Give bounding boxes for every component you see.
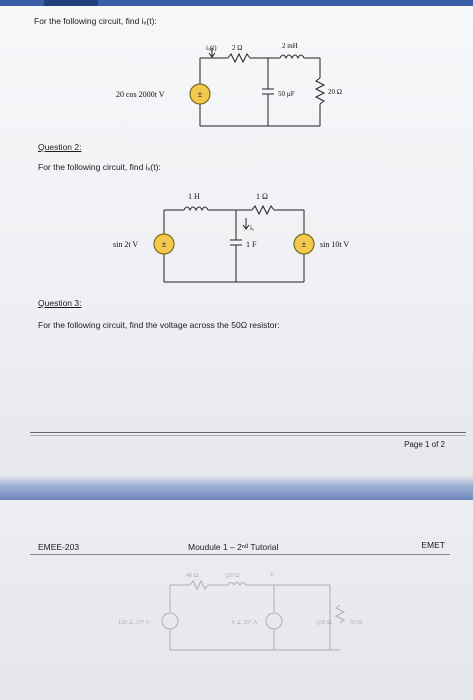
- circuit-1: [199, 48, 326, 127]
- c3-voltage-source: [161, 612, 179, 630]
- c1-source-label: 20 cos 2000t V: [116, 90, 165, 99]
- page-separator-bar: [0, 476, 473, 500]
- c3-r2-label: 50 Ω: [350, 620, 363, 626]
- c3-label-40ohm: 40 Ω: [186, 573, 199, 579]
- question-3-title: Question 3:: [38, 298, 82, 308]
- question-3-text: For the following circuit, find the volt…: [38, 320, 280, 330]
- department-label: EMET: [421, 540, 445, 550]
- c2-source2-label: sin 10t V: [320, 240, 349, 249]
- c3-source2-label: 6 ∠ 30° A: [232, 619, 258, 626]
- resistor-2ohm: [227, 52, 251, 64]
- c3-source1-label: 120 ∠-15° V: [118, 619, 151, 626]
- c3-label-j20ohm: j20 Ω: [225, 573, 240, 579]
- c1-capacitor-label: 50 µF: [278, 90, 295, 98]
- c1-inductor-label: 2 mH: [282, 42, 298, 50]
- top-header-strip: [0, 0, 473, 6]
- c2-capacitor-label: 1 F: [246, 240, 257, 249]
- voltage-source-1: ±: [189, 83, 211, 105]
- c2-source1-label: sin 2t V: [113, 240, 138, 249]
- resistor-20ohm: [314, 77, 326, 105]
- resistor-1ohm: [251, 204, 275, 216]
- c3-label-v: V: [270, 573, 275, 579]
- c1-r2-label: 20 Ω: [328, 88, 342, 96]
- inductor-1h: [183, 206, 209, 212]
- c2-inductor-label: 1 H: [188, 192, 200, 201]
- module-title: Moudule 1 – 2ⁿᵈ Tutorial: [188, 542, 279, 552]
- c3-r1-label: -j30 Ω: [316, 620, 332, 626]
- page-two: [0, 500, 473, 700]
- svg-text:±: ±: [162, 240, 167, 249]
- page-number: Page 1 of 2: [404, 440, 445, 449]
- circuit-3: [169, 579, 346, 651]
- c2-ix-label: iₓ: [250, 224, 255, 232]
- footer-rule-secondary: [30, 435, 466, 436]
- question-2-text: For the following circuit, find iₓ(t):: [38, 162, 161, 172]
- header-rule: [30, 554, 450, 555]
- circuit-2: [163, 204, 305, 283]
- question-2-title: Question 2:: [38, 142, 82, 152]
- c1-r1-label: 2 Ω: [232, 44, 242, 52]
- footer-rule: [30, 432, 466, 433]
- svg-text:±: ±: [198, 90, 203, 99]
- question-1-text: For the following circuit, find iₓ(t):: [34, 16, 157, 26]
- c2-resistor-label: 1 Ω: [256, 192, 268, 201]
- svg-text:±: ±: [302, 240, 307, 249]
- course-code: EMEE-203: [38, 542, 80, 552]
- c3-current-source: [265, 612, 283, 630]
- voltage-source-2a: ±: [153, 233, 175, 255]
- c1-ix-label: iₓ(t): [206, 44, 217, 52]
- voltage-source-2b: ±: [293, 233, 315, 255]
- header-tab: [44, 0, 98, 6]
- inductor-2mh: [279, 54, 305, 60]
